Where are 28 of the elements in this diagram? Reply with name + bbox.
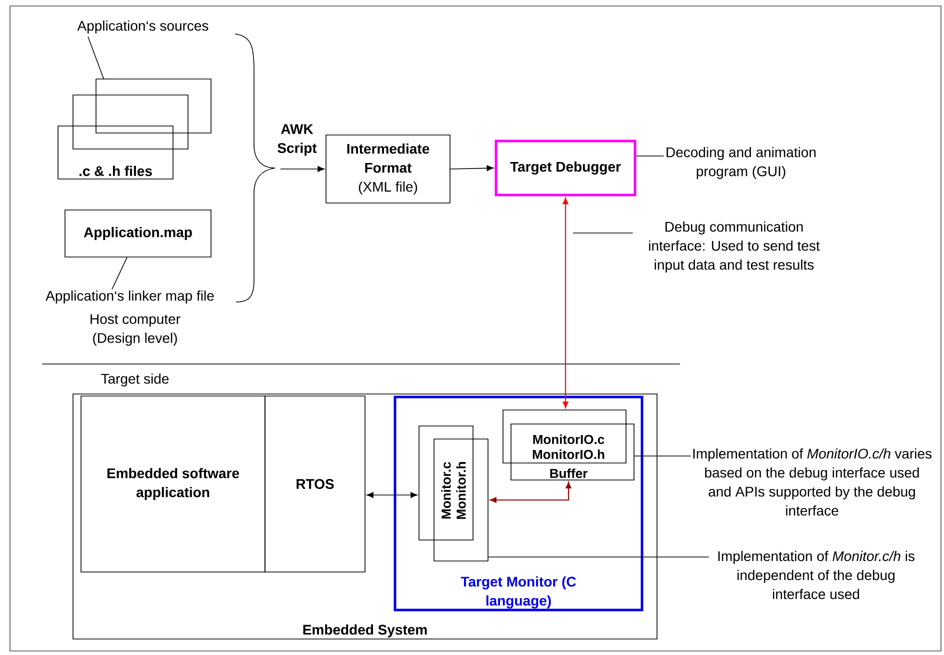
leader-line [572,232,634,234]
software-box: Embedded software application [80,396,266,572]
file-box: Application.map [64,210,212,258]
edge-label: AWK Script [271,123,323,157]
file-stack: Monitor.c Monitor.h [418,426,488,562]
arrow [562,198,568,408]
file-box [72,94,188,150]
curly-brace [234,34,276,302]
callout-text: Implementation of MonitorIO.c/h varies based on the debug interface used and APIs supported by the debug interface [693,448,932,516]
leader-line [88,36,104,79]
file-box: .c & .h files [58,126,174,180]
callout-text: Decoding and animation program (GUI) [666,146,816,180]
callout-text: Application‘s sources [77,20,208,34]
leader-line [112,257,128,290]
arrow [490,482,572,503]
arrow [280,166,324,172]
caption-text: Host computer (Design level) [90,314,180,346]
callout-text: Application‘s linker map file [46,290,214,304]
file-box [96,78,212,134]
arrow [450,165,494,172]
process-box: Intermediate Format (XML file) [326,134,450,204]
file-stack: MonitorIO.c MonitorIO.h Buffer [502,410,634,480]
arrow [366,492,418,498]
callout-text: Debug communication interface: Used to send test input data and test results [649,221,820,273]
process-box: Target Debugger [494,140,636,196]
leader-line [488,556,710,558]
software-box: RTOS [264,396,366,572]
callout-text: Implementation of Monitor.c/h is independent of the debug interface used [718,550,914,600]
